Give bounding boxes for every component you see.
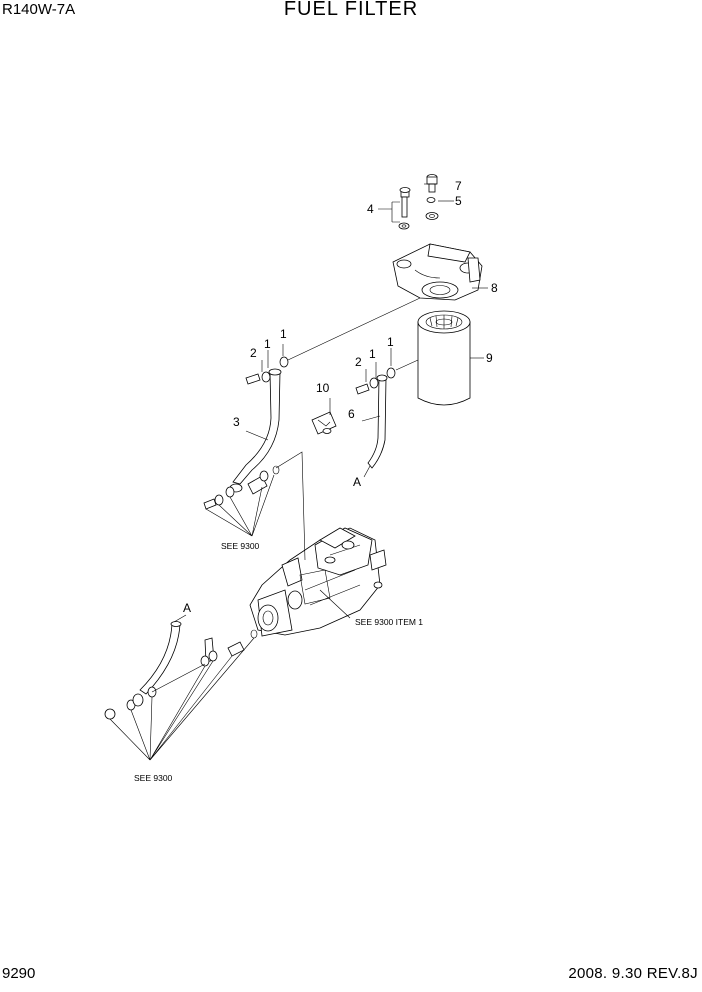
callout-4: 4 xyxy=(367,202,374,216)
page-title: FUEL FILTER xyxy=(283,0,419,20)
callout-5: 5 xyxy=(455,194,462,208)
callout-1-left-b: 1 xyxy=(280,327,287,341)
filter-cartridge-part xyxy=(417,310,471,406)
callout-2-left: 2 xyxy=(250,346,257,360)
callout-1-right-b: 1 xyxy=(387,335,394,349)
bolt-7-part xyxy=(426,174,438,193)
banjo-bolt-right-part xyxy=(355,367,396,395)
hose-lower-part xyxy=(139,621,215,695)
callout-a-lower: A xyxy=(183,601,191,615)
reference-labels: SEE 9300 SEE 9300 ITEM 1 SEE 9300 xyxy=(134,541,423,783)
date-revision: 2008. 9.30 REV.8J xyxy=(568,965,698,982)
hose-6-part xyxy=(367,374,388,469)
callout-7-label: 7 xyxy=(455,179,462,193)
see-9300-item1: SEE 9300 ITEM 1 xyxy=(355,617,423,627)
filter-head-part xyxy=(392,243,483,301)
fittings-upper-left-part xyxy=(203,465,280,510)
page-number: 9290 xyxy=(2,965,36,982)
see-9300-lower: SEE 9300 xyxy=(134,773,173,783)
callout-3: 3 xyxy=(233,415,240,429)
callout-10: 10 xyxy=(316,381,330,395)
callout-6: 6 xyxy=(348,407,355,421)
callout-8: 8 xyxy=(491,281,498,295)
callout-1-left-a: 1 xyxy=(264,337,271,351)
hose-3-part xyxy=(229,368,282,493)
injection-pump-part xyxy=(249,527,387,637)
callout-a-upper: A xyxy=(353,475,361,489)
callout-9: 9 xyxy=(486,351,493,365)
see-9300-upper: SEE 9300 xyxy=(221,541,260,551)
bolt-4-part xyxy=(398,187,411,230)
callout-1-right-a: 1 xyxy=(369,347,376,361)
washer-5-part xyxy=(425,197,439,220)
leader-lines xyxy=(109,183,488,761)
fittings-lower-part xyxy=(104,629,258,720)
clamp-10-part xyxy=(311,411,337,435)
callout-2-right: 2 xyxy=(355,355,362,369)
banjo-bolt-left-part xyxy=(245,356,289,385)
callouts: 5 7 4 8 9 2 1 1 3 2 1 1 6 10 A A xyxy=(183,179,498,615)
model-code: R140W-7A xyxy=(2,1,76,18)
